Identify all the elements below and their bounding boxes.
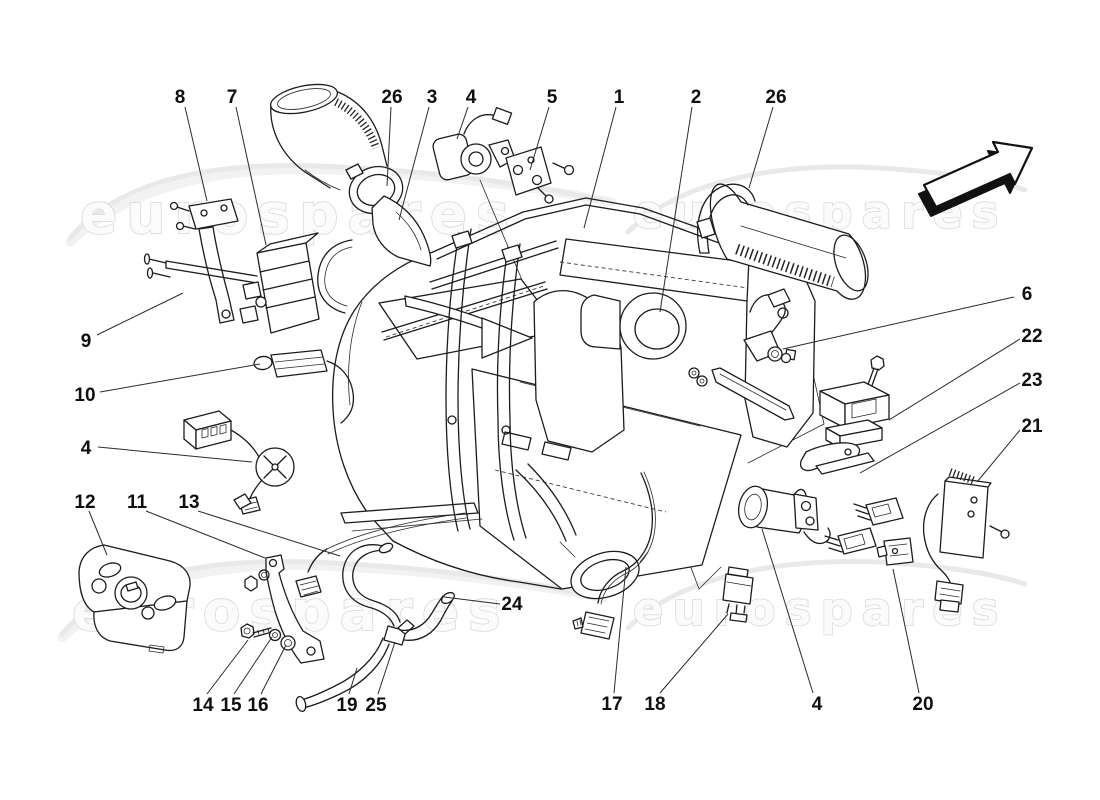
fixing-hardware: [240, 623, 296, 651]
leader-line: [386, 106, 392, 187]
drain-hose-left: [295, 637, 390, 712]
relay: [722, 566, 754, 623]
part-number-label[interactable]: 22: [1021, 326, 1042, 347]
part-number-label[interactable]: 26: [765, 87, 786, 108]
leader-line: [145, 510, 266, 559]
leader-line: [260, 644, 287, 695]
part-number-label[interactable]: 1: [614, 87, 625, 108]
leader-line: [659, 106, 693, 313]
part-number-label[interactable]: 6: [1022, 284, 1033, 305]
lever-arm: [688, 367, 795, 421]
leader-line: [976, 429, 1021, 483]
water-hose: [342, 542, 401, 627]
part-number-label[interactable]: 23: [1021, 370, 1042, 391]
leader-line: [88, 510, 108, 556]
part-number-label[interactable]: 18: [644, 694, 665, 715]
part-number-label[interactable]: 8: [175, 87, 186, 108]
leader-line: [782, 296, 1015, 350]
support-rod: [143, 253, 258, 284]
part-number-label[interactable]: 25: [365, 695, 387, 716]
leader-line: [235, 106, 267, 246]
control-panel: [78, 544, 191, 654]
part-number-label[interactable]: 2: [691, 87, 702, 108]
leader-line: [197, 510, 341, 557]
part-number-label[interactable]: 9: [81, 331, 92, 352]
leader-line: [96, 292, 184, 336]
part-number-label[interactable]: 15: [220, 695, 242, 716]
leader-line: [892, 568, 920, 694]
part-number-label[interactable]: 12: [74, 492, 95, 513]
connector-cluster: [824, 497, 914, 566]
leader-line: [348, 667, 358, 695]
leader-line: [456, 106, 469, 140]
part-number-label[interactable]: 7: [227, 87, 238, 108]
strap-bracket: [233, 493, 325, 664]
wire-connector: [183, 410, 260, 458]
leader-line: [613, 566, 627, 694]
leader-line: [529, 106, 550, 171]
elbow-duct: [371, 195, 432, 267]
control-unit: [922, 468, 1010, 613]
part-number-label[interactable]: 16: [247, 695, 268, 716]
part-number-label[interactable]: 3: [427, 87, 438, 108]
leader-line: [761, 528, 814, 694]
part-number-label[interactable]: 20: [912, 694, 933, 715]
part-number-label[interactable]: 21: [1021, 416, 1043, 437]
corrugated-sleeve: [709, 183, 869, 300]
part-number-label[interactable]: 10: [74, 385, 95, 406]
part-number-label[interactable]: 13: [178, 492, 199, 513]
leader-line: [398, 106, 430, 221]
leader-line: [748, 106, 774, 189]
leader-line: [184, 106, 208, 202]
part-number-label[interactable]: 26: [381, 87, 402, 108]
part-number-label[interactable]: 19: [336, 695, 357, 716]
part-number-label[interactable]: 14: [192, 695, 214, 716]
leader-line: [377, 641, 396, 695]
sensor-plug: [295, 512, 467, 598]
part-number-label[interactable]: 5: [547, 87, 558, 108]
part-number-label[interactable]: 4: [466, 87, 477, 108]
pad-bracket: [799, 442, 875, 475]
intake-hose-duct: [269, 83, 388, 191]
leader-line: [97, 446, 253, 463]
leader-lines: [88, 106, 1021, 695]
electric-motor: [737, 485, 831, 545]
part-number-label[interactable]: 17: [601, 694, 622, 715]
solenoid-valve: [432, 106, 516, 181]
leader-line: [206, 639, 249, 695]
sleeve-clamp: [696, 183, 756, 254]
watermark-text: eurospares: [80, 182, 518, 246]
mounting-plate: [505, 146, 575, 204]
leader-line: [659, 613, 729, 694]
leader-line: [888, 338, 1021, 421]
part-number-label[interactable]: 4: [81, 438, 92, 459]
harness-plug: [572, 471, 656, 640]
leader-line: [859, 382, 1021, 474]
direction-arrow-icon: [918, 140, 1034, 217]
leader-line: [443, 596, 501, 605]
part-number-label[interactable]: 24: [501, 594, 523, 615]
foam-pads: [819, 355, 890, 449]
temp-sensor: [253, 349, 355, 424]
leader-line: [583, 106, 617, 229]
wiring-harness: [743, 288, 792, 364]
leader-line: [99, 363, 261, 393]
part-number-label[interactable]: 11: [127, 492, 148, 513]
leader-line: [233, 636, 273, 695]
heater-core: [239, 232, 353, 334]
support-bracket: [169, 198, 239, 324]
part-number-label[interactable]: 4: [812, 694, 823, 715]
